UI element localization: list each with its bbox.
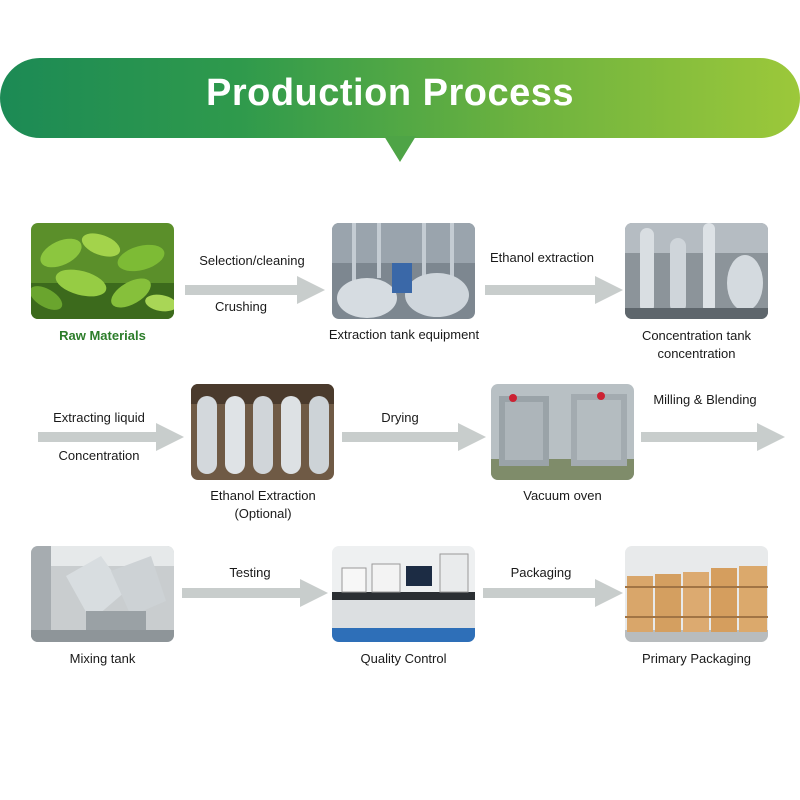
- step-caption-ethanol-extraction: Ethanol Extraction (Optional): [210, 488, 316, 521]
- mixing-tank-photo: [31, 546, 174, 642]
- step-caption-quality-control: Quality Control: [360, 651, 447, 666]
- primary-packaging-photo: [625, 546, 768, 642]
- transition-label-selection: Selection/cleaning: [199, 253, 305, 268]
- concentration-tank-photo: [625, 223, 768, 319]
- flow-arrow-2: [485, 275, 623, 305]
- step-caption-extraction-tank: Extraction tank equipment: [328, 327, 480, 342]
- step-caption-raw-materials: Raw Materials: [59, 328, 146, 343]
- step-caption-mixing-tank: Mixing tank: [69, 651, 136, 666]
- transition-label-milling-blending: Milling & Blending: [653, 392, 757, 407]
- flow-arrow-4: [342, 422, 486, 452]
- flow-arrow-6: [182, 578, 328, 608]
- transition-label-extracting-liquid: Extracting liquid: [53, 410, 145, 425]
- transition-label-drying: Drying: [381, 410, 419, 425]
- transition-label-testing: Testing: [229, 565, 271, 580]
- extraction-tank-photo: [332, 223, 475, 319]
- page-title: Production Process: [206, 72, 574, 114]
- title-banner: [0, 58, 800, 138]
- flow-arrow-7: [483, 578, 623, 608]
- step-caption-vacuum-oven: Vacuum oven: [523, 488, 602, 503]
- flow-arrow-5: [641, 422, 785, 452]
- flow-arrow-1: [185, 275, 325, 305]
- step-caption-concentration-tank: Concentration tank concentration: [641, 328, 752, 361]
- ethanol-extraction-photo: [191, 384, 334, 480]
- flow-arrow-3: [38, 422, 184, 452]
- transition-label-packaging: Packaging: [510, 565, 572, 580]
- transition-label-crushing: Crushing: [214, 299, 268, 314]
- quality-control-photo: [332, 546, 475, 642]
- raw-materials-photo: [31, 223, 174, 319]
- banner-pointer: [384, 136, 416, 162]
- vacuum-oven-photo: [491, 384, 634, 480]
- transition-label-ethanol-extraction: Ethanol extraction: [489, 250, 595, 265]
- step-caption-primary-packaging: Primary Packaging: [641, 651, 752, 666]
- transition-label-concentration: Concentration: [58, 448, 140, 463]
